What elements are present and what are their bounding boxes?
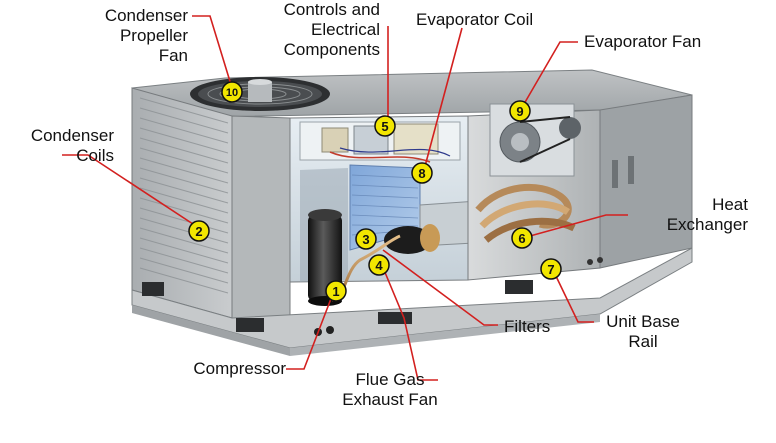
marker-5: 5 bbox=[374, 115, 396, 137]
label-evaporator-coil-line1: Evaporator Coil bbox=[416, 10, 534, 29]
condenser-coil-panel bbox=[131, 87, 233, 319]
leader-condenser-fan bbox=[192, 15, 233, 89]
marker-6: 6 bbox=[511, 227, 533, 249]
marker-6-label: 6 bbox=[518, 231, 525, 246]
label-condenser-fan-line1: Condenser bbox=[104, 6, 188, 25]
label-evaporator-coil: Evaporator Coil bbox=[416, 10, 533, 30]
marker-4-label: 4 bbox=[375, 258, 383, 273]
label-filters: Filters bbox=[504, 317, 550, 337]
marker-7-label: 7 bbox=[547, 262, 554, 277]
label-controls-line1: Controls and bbox=[283, 0, 380, 19]
label-compressor: Compressor bbox=[193, 359, 286, 379]
label-controls-line2: Electrical bbox=[311, 20, 380, 39]
marker-9: 9 bbox=[509, 100, 531, 122]
label-controls-line3: Components bbox=[283, 40, 380, 59]
leader-condenser-coils bbox=[62, 154, 197, 227]
label-evaporator-fan: Evaporator Fan bbox=[584, 32, 701, 52]
leader-compressor bbox=[286, 295, 333, 370]
label-condenser-coils-line2: Coils bbox=[76, 146, 114, 165]
label-heat-exchanger-line2: Exchanger bbox=[666, 215, 748, 234]
label-compressor-line1: Compressor bbox=[193, 359, 286, 378]
label-unit-base-rail: Unit Base Rail bbox=[597, 312, 689, 352]
label-condenser-fan-line3: Fan bbox=[158, 46, 188, 65]
leader-evaporator-fan bbox=[523, 41, 578, 105]
leader-heat-exchanger bbox=[529, 214, 628, 237]
marker-1-label: 1 bbox=[332, 284, 339, 299]
leader-flue-gas bbox=[383, 269, 438, 381]
label-flue-gas-line1: Flue Gas bbox=[355, 370, 425, 389]
marker-2-label: 2 bbox=[195, 224, 202, 239]
label-condenser-coils: Condenser Coils bbox=[31, 126, 114, 166]
marker-2: 2 bbox=[188, 220, 210, 242]
label-flue-gas-exhaust-fan: Flue Gas Exhaust Fan bbox=[336, 370, 444, 410]
number-markers: 1 2 3 4 5 6 7 bbox=[188, 81, 562, 302]
label-condenser-fan-line2: Propeller bbox=[119, 26, 188, 45]
marker-8: 8 bbox=[411, 162, 433, 184]
marker-7: 7 bbox=[540, 258, 562, 280]
marker-5-label: 5 bbox=[381, 119, 388, 134]
label-unit-base-rail-line1: Unit Base bbox=[606, 312, 680, 331]
condenser-fan-guard bbox=[190, 77, 330, 111]
unit-base-rail bbox=[131, 247, 693, 356]
label-unit-base-rail-line2: Rail bbox=[628, 332, 658, 351]
leader-lines bbox=[62, 15, 628, 381]
leader-evaporator-coil bbox=[423, 27, 463, 171]
label-filters-line1: Filters bbox=[504, 317, 551, 336]
marker-10: 10 bbox=[221, 81, 243, 103]
marker-9-label: 9 bbox=[516, 104, 523, 119]
label-condenser-coils-line1: Condenser bbox=[30, 126, 114, 145]
label-controls-electrical: Controls and Electrical Components bbox=[284, 0, 380, 60]
label-condenser-propeller-fan: Condenser Propeller Fan bbox=[105, 6, 188, 66]
label-heat-exchanger-line1: Heat bbox=[712, 195, 748, 214]
leader-unit-base-rail bbox=[553, 271, 594, 323]
marker-3-label: 3 bbox=[362, 232, 369, 247]
marker-10-label: 10 bbox=[226, 87, 238, 99]
marker-3: 3 bbox=[355, 228, 377, 250]
label-flue-gas-line2: Exhaust Fan bbox=[342, 390, 438, 409]
marker-4: 4 bbox=[368, 254, 390, 276]
cabinet-right-section bbox=[467, 94, 693, 281]
marker-1: 1 bbox=[325, 280, 347, 302]
cabinet-front-left bbox=[231, 115, 291, 323]
marker-8-label: 8 bbox=[418, 166, 425, 181]
label-evaporator-fan-line1: Evaporator Fan bbox=[584, 32, 702, 51]
leader-filters bbox=[382, 249, 498, 326]
label-heat-exchanger: Heat Exchanger bbox=[667, 195, 748, 235]
